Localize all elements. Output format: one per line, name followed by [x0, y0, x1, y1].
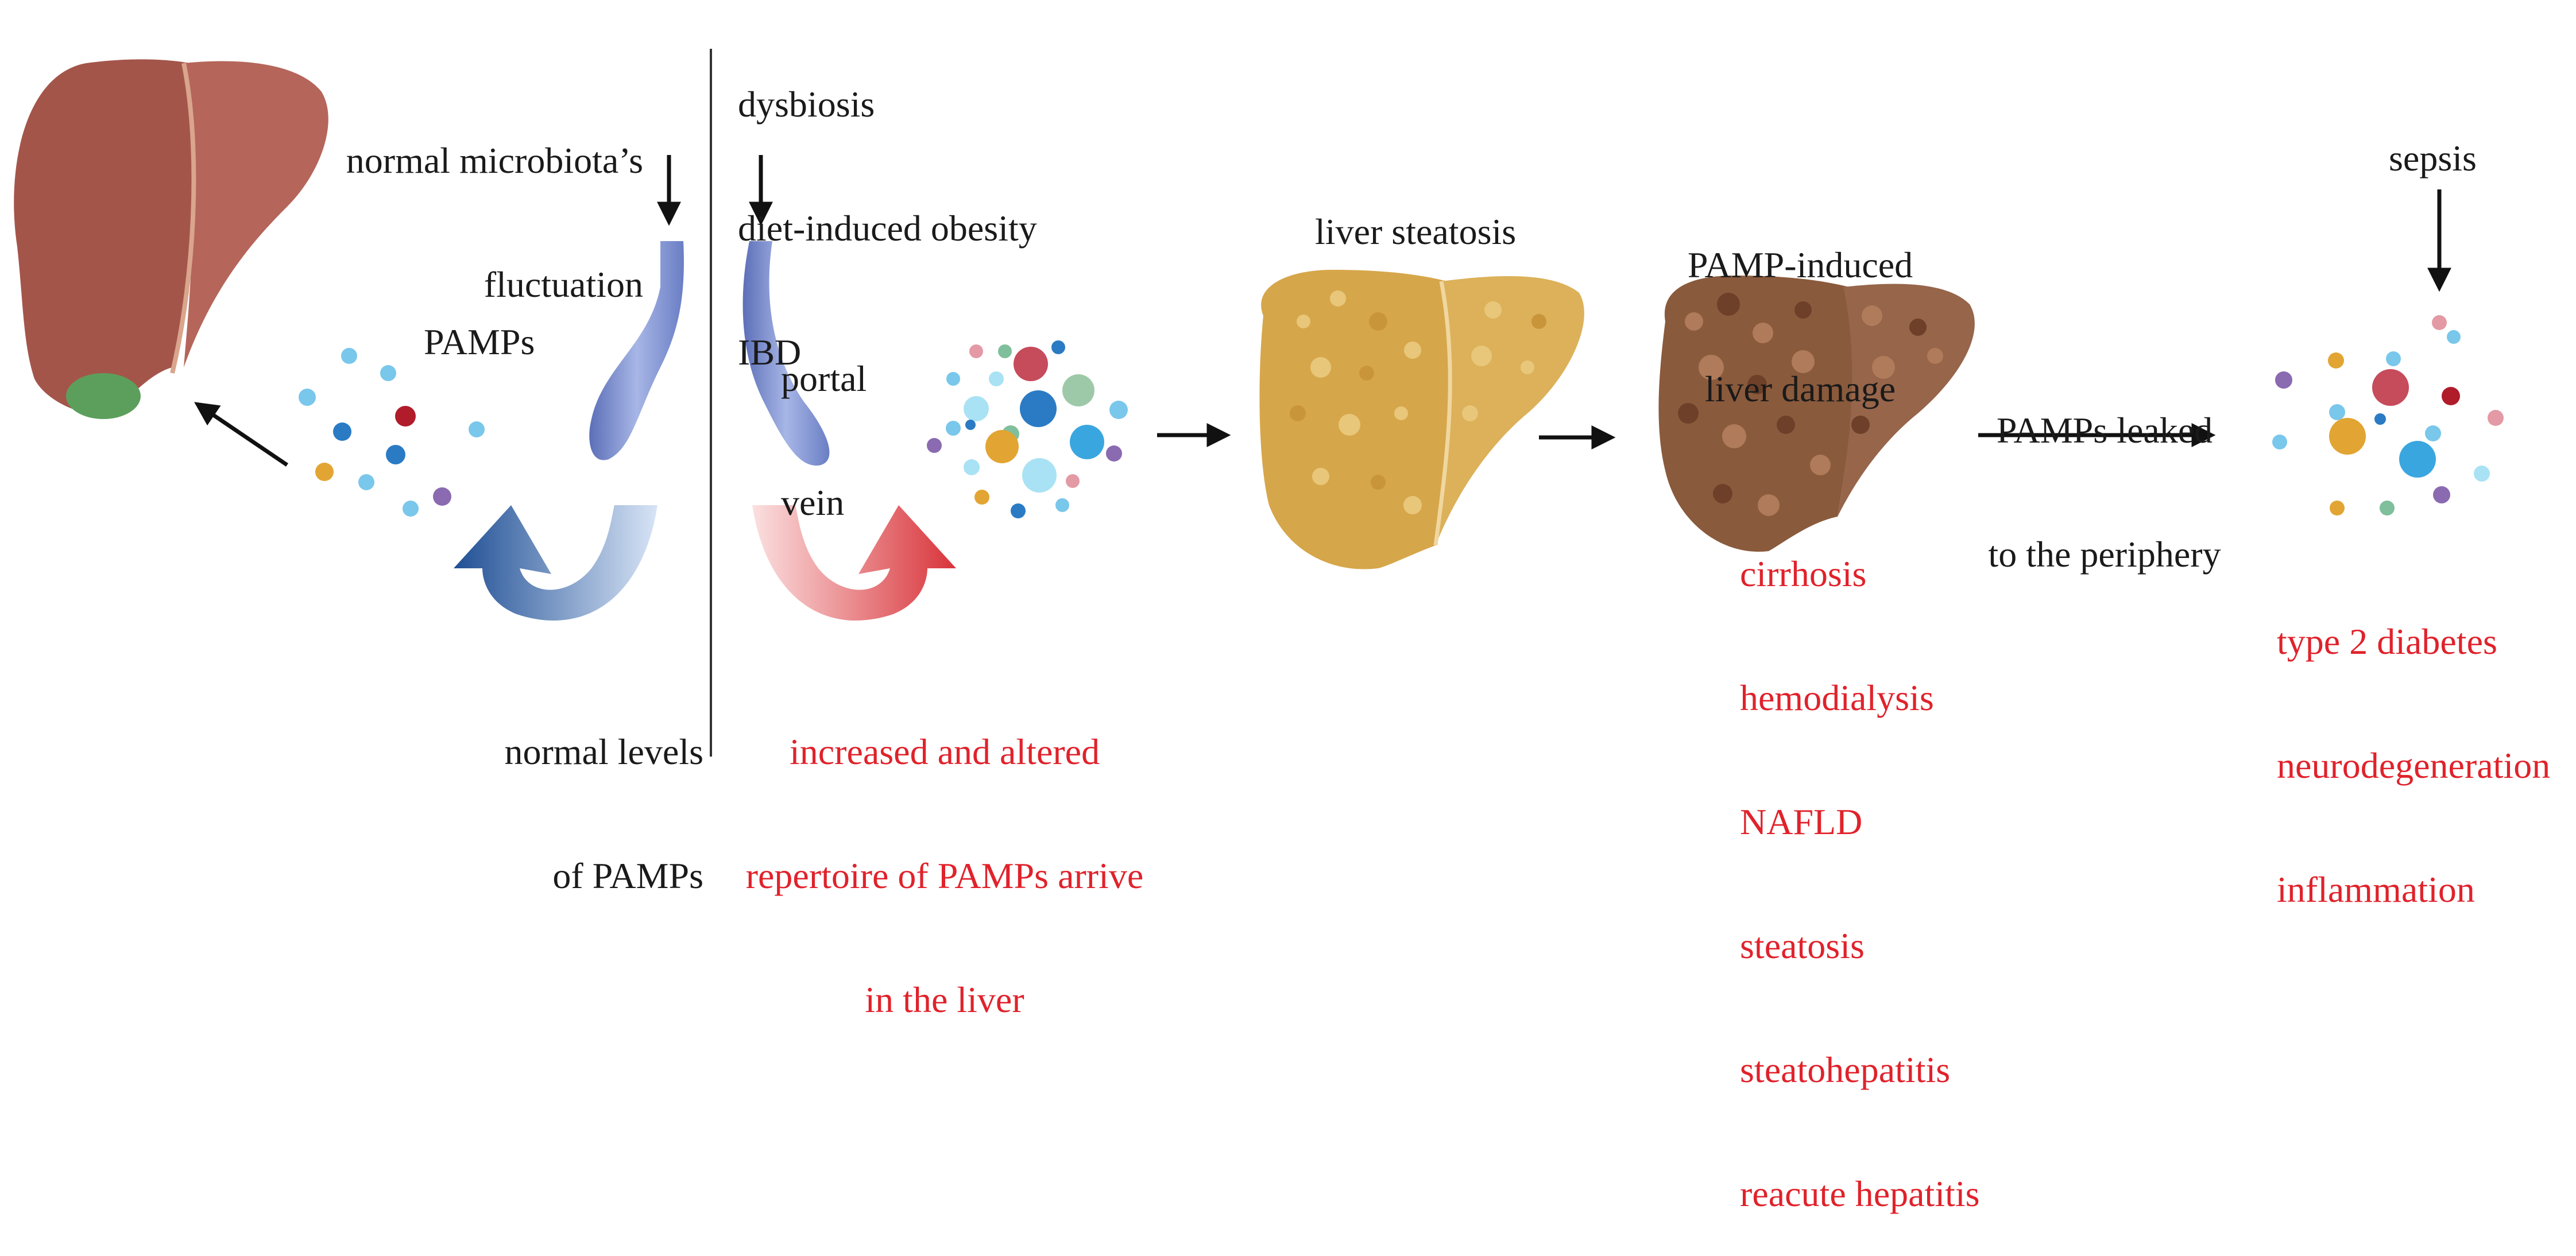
steatotic-liver-icon: [1259, 270, 1584, 569]
label-line: portal: [781, 358, 867, 399]
label-line: of PAMPs: [552, 855, 703, 896]
diagram-canvas: [14, 49, 2504, 757]
label-normal-levels: normal levels of PAMPs: [448, 649, 703, 938]
label-increased-repertoire: increased and altered repertoire of PAMP…: [709, 649, 1180, 1062]
label-portal-vein: portal vein: [781, 276, 867, 565]
label-normal-microbiota: normal microbiota’s fluctuation: [322, 57, 643, 347]
label-line: increased and altered: [789, 731, 1100, 772]
pamp-particles-icon: [299, 348, 485, 517]
label-dysbiosis-list: dysbiosis diet-induced obesity IBD: [738, 1, 1037, 414]
curved-arrow-icon: [752, 505, 956, 621]
list-item: hemodialysis: [1740, 677, 1934, 718]
diagram-artwork: [14, 49, 2504, 757]
list-item: inflammation: [2277, 869, 2475, 910]
healthy-liver-icon: [14, 59, 328, 419]
label-liver-steatosis: liver steatosis: [1315, 211, 1517, 252]
label-line: dysbiosis: [738, 84, 875, 125]
label-sepsis: sepsis: [2389, 138, 2477, 179]
list-systemic-conditions: type 2 diabetes neurodegeneration inflam…: [2277, 538, 2550, 952]
list-item: type 2 diabetes: [2277, 621, 2497, 662]
label-line: diet-induced obesity: [738, 208, 1037, 249]
list-item: reacute hepatitis: [1740, 1173, 1980, 1214]
label-line: vein: [781, 482, 845, 523]
label-line: IBD: [738, 332, 802, 373]
portal-vein-icon: [589, 241, 684, 460]
label-line: normal microbiota’s: [346, 140, 643, 181]
list-item: cirrhosis: [1740, 553, 1867, 594]
label-line: to the periphery: [1988, 534, 2221, 575]
damaged-liver-icon: [1658, 276, 1975, 552]
label-line: liver damage: [1704, 369, 1896, 409]
label-line: in the liver: [865, 979, 1024, 1020]
pamp-particles-icon: [2272, 315, 2504, 515]
portal-vein-icon: [742, 241, 830, 466]
label-line: fluctuation: [484, 264, 643, 305]
list-item: NAFLD: [1740, 801, 1863, 842]
list-item: steatohepatitis: [1740, 1049, 1951, 1090]
label-line: PAMPs leaked: [1996, 410, 2213, 451]
arrow-icon: [194, 402, 288, 467]
label-pamps: PAMPs: [424, 321, 535, 362]
curved-arrow-icon: [454, 505, 657, 621]
list-item: steatosis: [1740, 925, 1865, 966]
list-liver-conditions: cirrhosis hemodialysis NAFLD steatosis s…: [1740, 471, 1980, 1256]
label-line: repertoire of PAMPs arrive: [745, 855, 1144, 896]
label-pamp-damage: PAMP-induced liver damage: [1654, 162, 1947, 451]
label-line: normal levels: [504, 731, 703, 772]
list-item: neurodegeneration: [2277, 745, 2551, 786]
pamp-particles-icon: [927, 340, 1128, 518]
label-line: PAMP-induced: [1687, 245, 1913, 285]
label-pamps-leaked: PAMPs leaked to the periphery: [1970, 327, 2240, 617]
